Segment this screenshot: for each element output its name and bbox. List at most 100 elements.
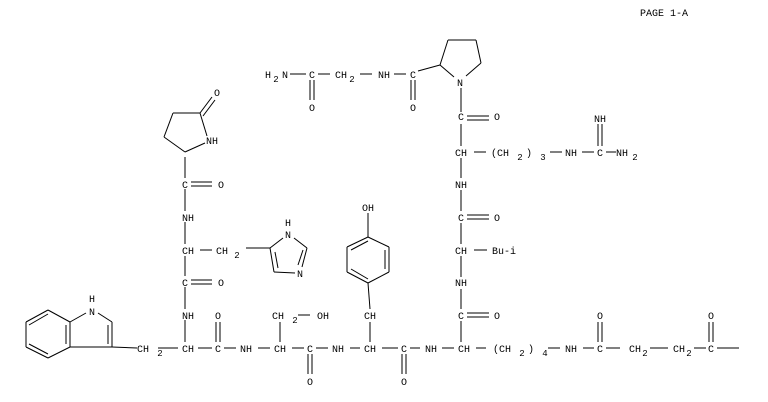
subscript-label: 2 xyxy=(292,316,297,326)
subscript-label: 2 xyxy=(273,75,278,85)
bond xyxy=(163,112,174,138)
bond xyxy=(184,142,206,153)
atom-label: CH xyxy=(335,71,347,82)
atom-label: OH xyxy=(317,312,329,323)
atom-label: N xyxy=(457,79,463,90)
atom-label: O xyxy=(307,378,313,389)
bond xyxy=(273,271,296,274)
bond xyxy=(475,39,482,64)
bond xyxy=(346,271,369,284)
atom-label: NH xyxy=(565,345,577,356)
bond xyxy=(367,282,371,310)
atom-label: C xyxy=(182,279,188,290)
atom-label: O xyxy=(218,181,224,192)
atom-label: NH xyxy=(182,214,194,225)
atom-label: Bu-i xyxy=(492,246,516,258)
bond xyxy=(69,312,87,323)
subscript-label: 2 xyxy=(519,349,524,359)
atom-label: ) xyxy=(526,148,532,160)
bond xyxy=(274,251,279,269)
atom-label: O xyxy=(218,279,224,290)
atom-label: C xyxy=(458,312,464,323)
subscript-label: 2 xyxy=(157,349,162,359)
atom-label: C xyxy=(215,345,221,356)
atom-label: CH xyxy=(458,345,470,356)
bond xyxy=(439,64,455,78)
atom-label: O xyxy=(214,89,220,100)
bond xyxy=(28,343,49,355)
bonds xyxy=(25,39,739,374)
atom-label: H xyxy=(265,71,271,82)
atom-label: H xyxy=(285,219,291,230)
atom-label: CH xyxy=(274,345,286,356)
atom-label: C xyxy=(182,181,188,192)
atom-label: C xyxy=(458,113,464,124)
atom-label: CH xyxy=(182,247,194,258)
bond xyxy=(367,271,390,284)
bond xyxy=(417,64,441,72)
atom-label: C xyxy=(597,345,603,356)
atom-label: C xyxy=(597,149,603,160)
bond xyxy=(97,312,113,323)
atom-label: CH xyxy=(182,345,194,356)
atom-label: N xyxy=(282,71,288,82)
page-label: PAGE 1-A xyxy=(640,9,688,20)
atom-label: C xyxy=(410,71,416,82)
bond xyxy=(367,236,390,248)
atom-label: CH xyxy=(673,345,685,356)
atom-label: NH xyxy=(240,345,252,356)
bond xyxy=(111,346,138,349)
bond xyxy=(199,112,208,137)
atom-label: O xyxy=(309,104,315,115)
atom-label: NH xyxy=(378,71,390,82)
subscript-label: 2 xyxy=(517,153,522,163)
bond xyxy=(199,96,213,114)
atom-label: CH xyxy=(137,345,149,356)
bond xyxy=(202,99,216,117)
atom-label: NH xyxy=(425,345,437,356)
atom-label: NH xyxy=(455,181,467,192)
bond xyxy=(293,237,308,249)
bond xyxy=(346,236,369,248)
atom-label: NH xyxy=(182,312,194,323)
atom-label: N xyxy=(89,308,95,319)
atom-label: CH xyxy=(216,247,228,258)
atom-label: CH xyxy=(455,149,467,160)
bond xyxy=(163,136,186,153)
atom-label: NH xyxy=(206,137,218,148)
subscript-label: 3 xyxy=(540,153,545,163)
atom-label: C xyxy=(708,345,714,356)
bond xyxy=(465,62,482,77)
atom-label: (CH xyxy=(493,344,511,356)
atom-label: N xyxy=(297,270,303,281)
subscript-label: 2 xyxy=(632,153,637,163)
atom-label: C xyxy=(307,345,313,356)
atom-label: NH xyxy=(565,149,577,160)
atom-label: C xyxy=(401,345,407,356)
atom-label: C xyxy=(458,214,464,225)
atom-label: CH xyxy=(629,345,641,356)
bond xyxy=(301,247,308,268)
atom-label: ) xyxy=(528,344,534,356)
atom-label: O xyxy=(708,312,714,323)
atom-label: N xyxy=(285,231,291,242)
atom-label: NH xyxy=(616,149,628,160)
atom-label: CH xyxy=(364,345,376,356)
atom-label: O xyxy=(494,113,500,124)
atom-label: (CH xyxy=(491,148,509,160)
subscript-label: 4 xyxy=(542,349,547,359)
bond xyxy=(439,39,449,66)
bond xyxy=(47,309,71,323)
bond xyxy=(269,247,275,273)
bond xyxy=(350,240,369,251)
atom-label: OH xyxy=(362,204,374,215)
atom-label: NH xyxy=(594,115,606,126)
bond xyxy=(28,313,49,326)
bond xyxy=(297,249,304,266)
subscript-label: 2 xyxy=(234,251,239,261)
atom-label: C xyxy=(309,71,315,82)
atom-label: O xyxy=(494,312,500,323)
atom-label: NH xyxy=(455,279,467,290)
